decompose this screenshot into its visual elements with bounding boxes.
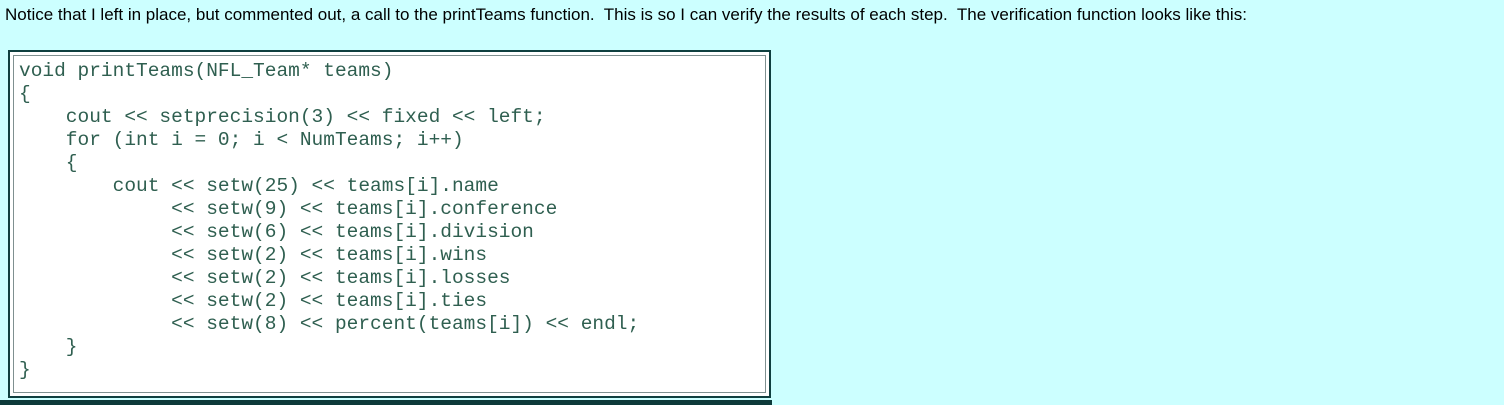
code-line: << setw(8) << percent(teams[i]) << endl; (19, 313, 640, 335)
code-line: << setw(9) << teams[i].conference (19, 198, 558, 220)
code-line: << setw(2) << teams[i].ties (19, 290, 488, 312)
code-line: cout << setprecision(3) << fixed << left… (19, 106, 546, 128)
code-line: void printTeams(NFL_Team* teams) (19, 60, 394, 82)
code-line: cout << setw(25) << teams[i].name (19, 175, 499, 197)
code-line: { (19, 83, 31, 105)
next-box-top-edge (0, 400, 772, 405)
code-box: void printTeams(NFL_Team* teams) { cout … (8, 50, 771, 398)
code-line: { (19, 152, 78, 174)
code-line: << setw(2) << teams[i].losses (19, 267, 511, 289)
code-line: } (19, 359, 31, 381)
code-box-inner: void printTeams(NFL_Team* teams) { cout … (13, 55, 766, 393)
code-line: for (int i = 0; i < NumTeams; i++) (19, 129, 464, 151)
code-line: << setw(6) << teams[i].division (19, 221, 534, 243)
intro-text: Notice that I left in place, but comment… (5, 5, 1247, 24)
code-line: << setw(2) << teams[i].wins (19, 244, 488, 266)
code-line: } (19, 336, 78, 358)
